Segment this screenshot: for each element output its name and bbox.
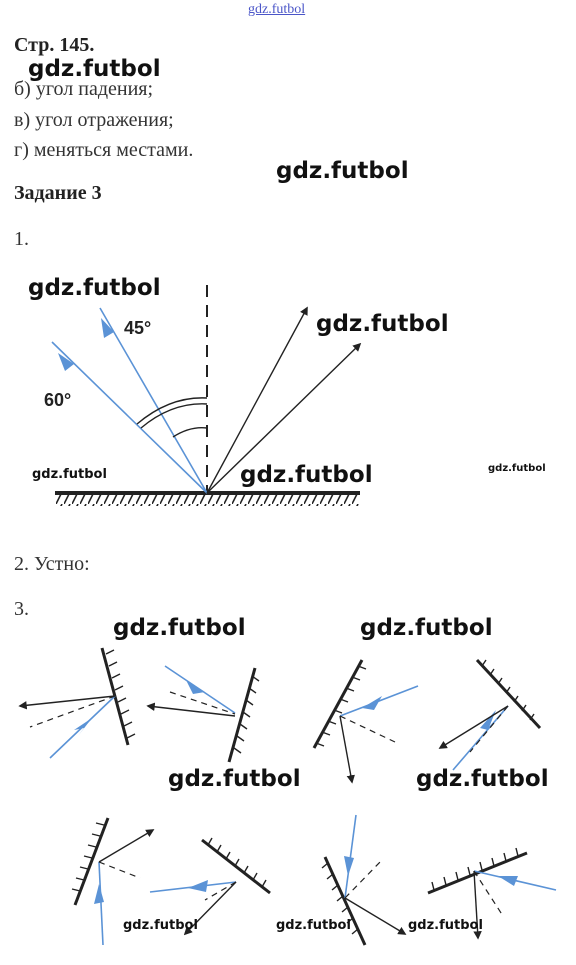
watermark-6: gdz.futbol [240,462,373,488]
figure-3-mirror-2 [146,665,260,763]
mirror-hatch [55,495,360,506]
page-ref: Стр. 145. [14,34,95,56]
answer-g: г) меняться местами. [14,139,194,161]
figure-1: 45° 60° [44,285,362,506]
watermark-12: gdz.futbol [123,918,198,933]
answer-b: б) угол падения; [14,78,154,100]
figure-3-mirror-6 [149,837,271,936]
item-2-label: 2. Устно: [14,553,90,575]
watermark-2: gdz.futbol [276,158,409,184]
figure-3-mirror-8 [427,847,557,940]
incident-arrow-60 [58,353,74,371]
answer-v: в) угол отражения; [14,109,174,131]
watermark-1: gdz.futbol [28,56,161,82]
watermark-5: gdz.futbol [32,467,107,482]
task-title: Задание 3 [14,182,102,204]
item-1-label: 1. [14,228,29,250]
angle-45-label: 45° [124,318,151,338]
incident-ray-60 [51,341,208,494]
angle-arc-60-inner [140,403,208,429]
watermark-11: gdz.futbol [416,766,549,792]
angle-arc-45 [172,427,208,438]
angle-arc-60-outer [136,397,208,425]
watermark-4: gdz.futbol [316,311,449,337]
watermark-10: gdz.futbol [168,766,301,792]
figure-3-mirror-7 [321,814,407,946]
figure-3-mirror-5 [71,817,155,946]
reflected-ray-60 [206,342,362,494]
watermark-9: gdz.futbol [360,615,493,641]
watermark-3: gdz.futbol [28,275,161,301]
site-link[interactable]: gdz.futbol [248,2,306,17]
figure-3-mirror-1 [18,647,136,759]
watermark-7: gdz.futbol [488,463,546,474]
angle-60-label: 60° [44,390,71,410]
figure-3-mirror-3 [312,659,419,784]
watermark-13: gdz.futbol [276,918,351,933]
watermark-14: gdz.futbol [408,918,483,933]
item-3-label: 3. [14,598,29,620]
incident-ray-45 [99,307,208,494]
incident-arrow-45 [101,318,114,338]
figure-3-mirror-4 [438,658,542,771]
watermark-8: gdz.futbol [113,615,246,641]
reflected-ray-45 [206,306,308,494]
